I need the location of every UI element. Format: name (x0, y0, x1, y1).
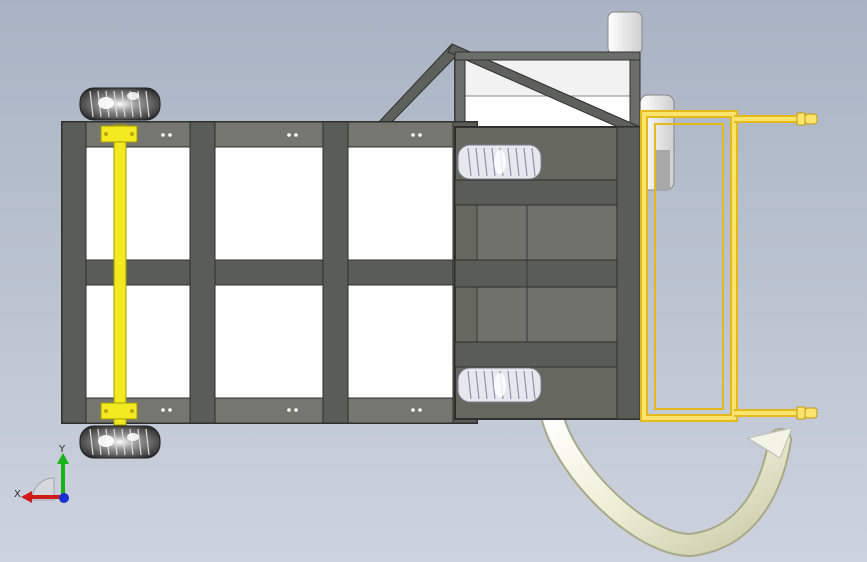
hose-nozzle[interactable] (746, 427, 793, 459)
spindle-assembly[interactable] (607, 11, 675, 191)
panel (86, 285, 190, 398)
push-handle[interactable] (640, 110, 818, 422)
z-axis-dot (59, 493, 69, 503)
panel (86, 147, 190, 260)
coordinate-triad-icon: X Y (14, 444, 69, 503)
panel (348, 147, 453, 260)
y-axis-label: Y (58, 444, 66, 455)
panel (348, 285, 453, 398)
rear-axle[interactable] (100, 124, 138, 426)
panel (215, 285, 323, 398)
rear-wheel-top[interactable] (79, 87, 161, 121)
cab-frame[interactable] (377, 43, 641, 136)
front-wheel-top[interactable] (457, 144, 542, 180)
x-axis-label: X (14, 489, 21, 500)
front-wheel-bottom[interactable] (457, 367, 542, 403)
rear-wheel-bottom[interactable] (79, 425, 161, 459)
panel (215, 147, 323, 260)
